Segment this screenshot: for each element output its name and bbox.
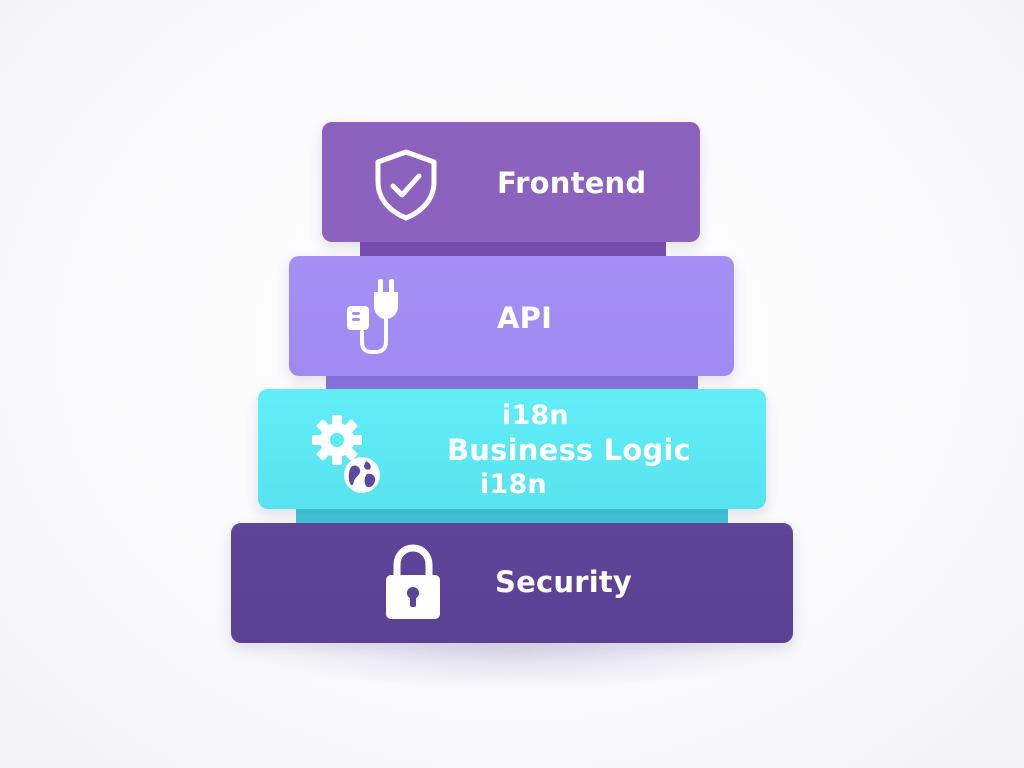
layer-security bbox=[231, 523, 793, 643]
globe-icon bbox=[344, 457, 380, 493]
layer-label-api: API bbox=[497, 301, 553, 335]
layer-label-business-logic: Business Logic bbox=[447, 433, 691, 467]
connector-frontend-api bbox=[360, 240, 666, 260]
gear-icon bbox=[312, 415, 362, 465]
layer-tag-i18n-top: i18n bbox=[502, 400, 569, 431]
layer-label-frontend: Frontend bbox=[497, 166, 647, 200]
layer-label-security: Security bbox=[495, 565, 632, 599]
plug-icon bbox=[347, 279, 398, 354]
layer-api bbox=[289, 256, 734, 376]
padlock-icon bbox=[386, 544, 440, 619]
layer-tag-i18n-bottom: i18n bbox=[480, 469, 547, 500]
layer-business-logic bbox=[258, 389, 766, 509]
layer-frontend bbox=[322, 122, 700, 242]
connector-logic-security bbox=[296, 507, 728, 527]
shield-check-icon bbox=[375, 149, 437, 221]
